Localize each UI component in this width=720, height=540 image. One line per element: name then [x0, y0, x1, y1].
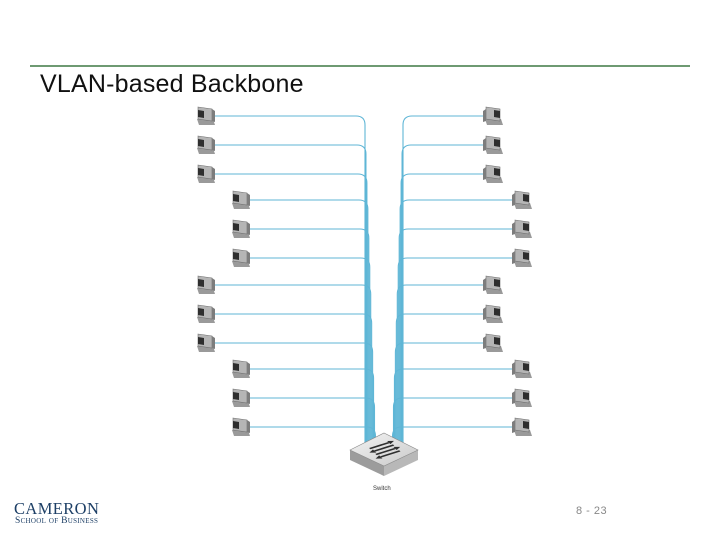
- computer-icon: [512, 417, 532, 436]
- switch-device: Switch: [349, 432, 419, 492]
- cable-line: [250, 228, 370, 452]
- cable-line: [250, 199, 369, 452]
- page-number: 8 - 23: [576, 505, 608, 517]
- cable-line: [393, 368, 512, 452]
- switch-top: [349, 432, 419, 467]
- cable-line: [402, 115, 483, 452]
- computer-icon: [197, 333, 215, 352]
- computer-icon: [512, 359, 532, 378]
- computer-icon: [197, 164, 215, 183]
- computer-icon: [232, 388, 250, 407]
- cable-line: [392, 397, 512, 452]
- cameron-logo: CAMERON School of Business: [14, 500, 134, 530]
- computer-icon: [483, 275, 503, 294]
- cable-line: [396, 284, 483, 452]
- cable-line: [401, 144, 483, 452]
- cable-group: [215, 115, 512, 452]
- computer-icon: [197, 106, 215, 125]
- switch-side: [384, 450, 418, 476]
- cable-line: [215, 115, 366, 452]
- computer-icon: [512, 388, 532, 407]
- computer-icon: [197, 135, 215, 154]
- cable-line: [250, 397, 376, 452]
- computer-group: [197, 106, 532, 436]
- cable-line: [394, 342, 483, 452]
- cable-line: [400, 173, 483, 452]
- cable-line: [215, 144, 367, 452]
- computer-icon: [232, 248, 250, 267]
- computer-icon: [483, 135, 503, 154]
- computer-icon: [483, 164, 503, 183]
- computer-icon: [197, 275, 215, 294]
- logo-main-text: CAMERON: [14, 499, 100, 518]
- computer-icon: [232, 417, 250, 436]
- computer-icon: [483, 304, 503, 323]
- cable-line: [399, 199, 512, 452]
- switch-label: Switch: [373, 486, 391, 492]
- cable-line: [250, 368, 375, 452]
- logo-sub-text: School of Business: [15, 516, 99, 526]
- cable-line: [397, 257, 512, 452]
- cable-line: [250, 426, 376, 452]
- cable-line: [395, 313, 483, 452]
- cable-line: [392, 426, 512, 452]
- cable-line: [215, 284, 372, 452]
- switch-front: [350, 450, 384, 476]
- cable-line: [215, 313, 373, 452]
- cable-line: [398, 228, 512, 452]
- computer-icon: [512, 219, 532, 238]
- title-rule: [30, 65, 690, 67]
- computer-icon: [512, 190, 532, 209]
- computer-icon: [483, 106, 503, 125]
- computer-icon: [232, 190, 250, 209]
- cable-line: [215, 342, 374, 452]
- slide-title: VLAN-based Backbone: [40, 70, 304, 98]
- computer-icon: [197, 304, 215, 323]
- computer-icon: [512, 248, 532, 267]
- cable-line: [215, 173, 368, 452]
- computer-icon: [232, 219, 250, 238]
- computer-icon: [232, 359, 250, 378]
- switch-arrows-icon: [369, 440, 401, 459]
- computer-icon: [483, 333, 503, 352]
- cable-line: [250, 257, 371, 452]
